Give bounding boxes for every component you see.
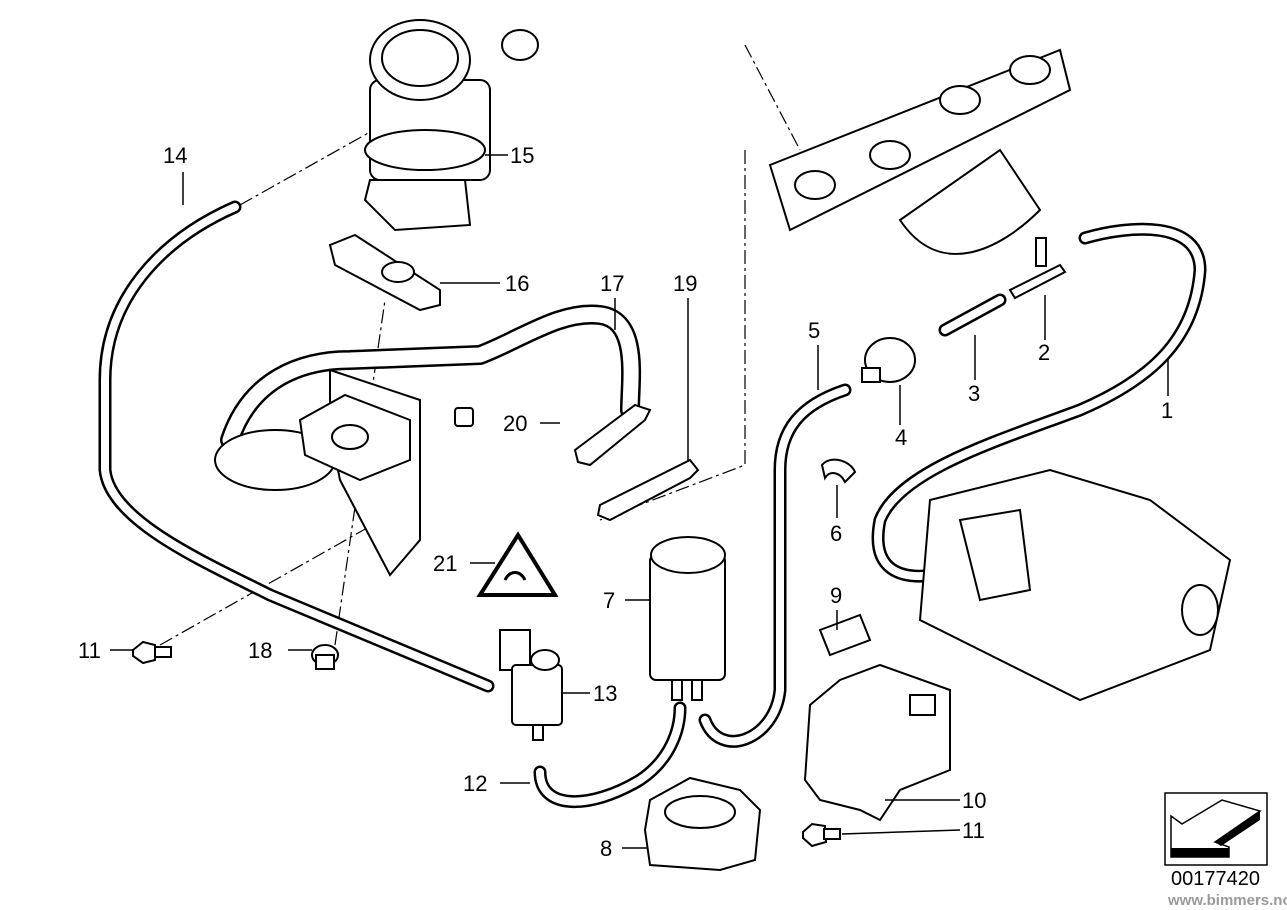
clip-9	[818, 613, 872, 657]
holder-8	[643, 776, 762, 872]
callout-10: 10	[962, 788, 986, 813]
callout-6: 6	[830, 521, 842, 546]
callout-19: 19	[673, 271, 697, 296]
reference-line	[334, 299, 386, 646]
clamp-6	[820, 458, 857, 484]
gasket-19	[596, 458, 700, 522]
bracket-cutout	[909, 694, 936, 716]
callout-3: 3	[968, 381, 980, 406]
hose-12	[533, 701, 687, 809]
callout-9: 9	[830, 583, 842, 608]
pipe-17	[220, 304, 642, 450]
hose-1	[871, 222, 1207, 583]
callout-18: 18	[248, 638, 272, 663]
reference-line	[159, 514, 391, 646]
reference-line	[599, 150, 746, 521]
bolt-11-lower	[802, 822, 841, 848]
hose-5	[698, 383, 852, 748]
reference-line	[744, 44, 801, 151]
front-arrow-icon	[1164, 792, 1268, 866]
callout-21: 21	[433, 551, 457, 576]
warning-label-21	[476, 531, 559, 597]
callout-2: 2	[1038, 340, 1050, 365]
callout-11-lower: 11	[962, 818, 985, 843]
leader-lines	[110, 154, 1169, 849]
callout-12: 12	[463, 771, 487, 796]
bracket-assembly	[214, 368, 421, 577]
t-piece-stub	[1035, 237, 1047, 267]
callout-16: 16	[505, 271, 529, 296]
hose-3	[938, 293, 1007, 337]
nut-18	[311, 644, 339, 670]
gasket-20	[573, 403, 652, 467]
diagram-number: 00177420	[1171, 868, 1260, 890]
callout-8: 8	[600, 836, 612, 861]
callout-7: 7	[603, 588, 615, 613]
filter-7	[649, 536, 726, 701]
reference-line	[239, 117, 396, 206]
bracket-10	[803, 663, 951, 822]
callout-11: 11	[78, 638, 101, 663]
callout-17: 17	[600, 271, 624, 296]
callout-14: 14	[163, 143, 187, 168]
watermark: www.bimmers.no	[1167, 892, 1287, 909]
bolt-11	[132, 640, 172, 665]
nut-20	[454, 407, 474, 427]
callout-20: 20	[503, 411, 527, 436]
callout-4: 4	[895, 425, 907, 450]
gasket-hole	[381, 261, 415, 283]
callout-15: 15	[510, 143, 534, 168]
air-pump-valve-15	[363, 19, 539, 232]
callout-13: 13	[593, 681, 617, 706]
solenoid-valve-13	[499, 629, 563, 741]
hose-14	[98, 200, 495, 693]
check-valve-4	[861, 337, 916, 383]
callout-5: 5	[808, 318, 820, 343]
callout-1: 1	[1161, 398, 1173, 423]
intake-manifold	[918, 468, 1232, 702]
t-piece-2	[1008, 263, 1067, 300]
exhaust-manifold	[768, 48, 1072, 255]
